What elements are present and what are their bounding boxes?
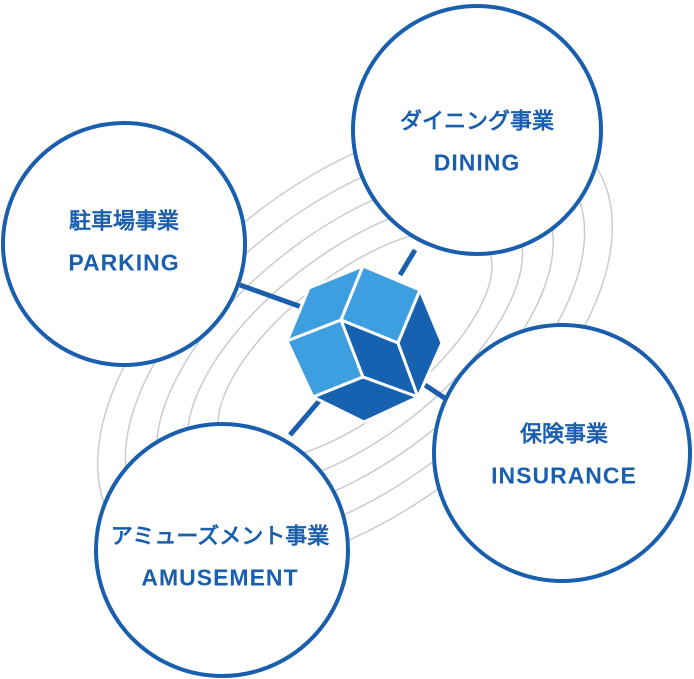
node-parking: 駐車場事業 PARKING: [68, 204, 179, 277]
parking-circle: [1, 121, 247, 367]
dining-circle: [351, 4, 603, 256]
node-en-label: AMUSEMENT: [141, 564, 299, 591]
node-jp-label: アミューズメント事業: [110, 523, 330, 549]
node-en-label: INSURANCE: [491, 462, 637, 489]
node-jp-label: ダイニング事業: [399, 108, 555, 134]
node-dining: ダイニング事業 DINING: [400, 104, 554, 177]
insurance-circle: [432, 323, 692, 583]
node-amusement: アミューズメント事業 AMUSEMENT: [111, 519, 329, 592]
node-en-label: PARKING: [68, 249, 180, 276]
node-circles: [1, 4, 692, 678]
cube-icon: [285, 264, 444, 424]
amusement-circle: [94, 422, 350, 678]
node-insurance: 保険事業 INSURANCE: [491, 417, 637, 490]
node-jp-label: 保険事業: [519, 421, 609, 447]
node-en-label: DINING: [433, 149, 521, 176]
node-jp-label: 駐車場事業: [68, 208, 180, 234]
